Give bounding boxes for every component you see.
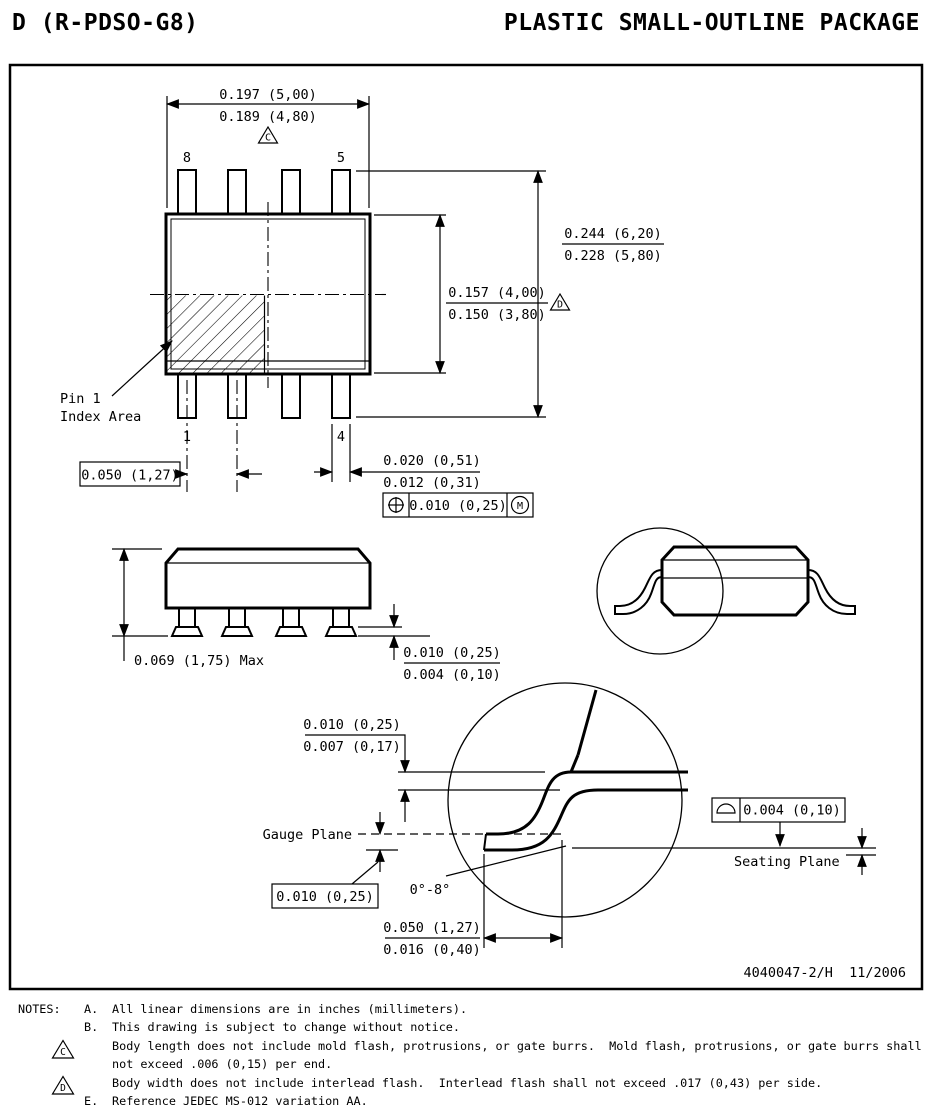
- pin-label-5: 5: [337, 150, 345, 166]
- note-d-flag-triangle: [51, 1075, 75, 1095]
- dim-lead-span-min: 0.228 (5,80): [564, 248, 662, 264]
- note-a-text: All linear dimensions are in inches (mil…: [112, 1002, 467, 1016]
- note-c-text-2: not exceed .006 (0,15) per end.: [112, 1057, 332, 1071]
- lead-detail-view: 0.010 (0,25) 0.007 (0,17) Gauge Plane 0.…: [263, 682, 876, 958]
- detail-circle: [447, 682, 683, 918]
- side-view: 0.069 (1,75) Max 0.010 (0,25) 0.004 (0,1…: [112, 547, 501, 683]
- end-body-outline: [660, 545, 810, 617]
- dim-lead-span-max: 0.244 (6,20): [564, 226, 662, 242]
- note-e-label: E.: [84, 1094, 98, 1108]
- position-tolerance-frame: 0.010 (0,25) M: [382, 492, 534, 518]
- dim-height: 0.069 (1,75) Max: [134, 653, 264, 669]
- dim-pitch: 0.050 (1,27): [81, 468, 179, 484]
- dim-body-width-min: 0.150 (3,80): [448, 307, 546, 323]
- note-e-text: Reference JEDEC MS-012 variation AA.: [112, 1094, 368, 1108]
- mmc-modifier-icon: [510, 495, 530, 515]
- note-flag-d-letter: D: [557, 300, 563, 311]
- note-d-text: Body width does not include interlead fl…: [112, 1076, 822, 1090]
- note-b-label: B.: [84, 1020, 98, 1034]
- dim-seating-flatness: 0.004 (0,10): [743, 803, 841, 819]
- lead-top-surface: [486, 770, 572, 836]
- note-a-label: A.: [84, 1002, 98, 1016]
- header: D (R-PDSO-G8) PLASTIC SMALL-OUTLINE PACK…: [12, 10, 920, 36]
- drawing-border: [8, 63, 924, 991]
- dim-body-length-min: 0.189 (4,80): [219, 109, 317, 125]
- position-tolerance-value: 0.010 (0,25): [409, 498, 507, 514]
- flatness-frame: 0.004 (0,10): [711, 797, 846, 848]
- dim-foot-length-max: 0.050 (1,27): [383, 920, 481, 936]
- detail-callout-circle: [596, 527, 724, 655]
- dim-lead-thickness-max: 0.010 (0,25): [303, 717, 401, 733]
- seating-plane-label: Seating Plane: [734, 854, 840, 870]
- dim-gauge-box: [271, 883, 379, 909]
- lead-bottom-surface: [484, 788, 599, 852]
- dim-gauge-to-seating: 0.010 (0,25): [276, 889, 374, 905]
- dim-lead-width-max: 0.020 (0,51): [383, 453, 481, 469]
- dim-standoff-max: 0.010 (0,25): [403, 645, 501, 661]
- pin-label-8: 8: [183, 150, 191, 166]
- package-type-title: PLASTIC SMALL-OUTLINE PACKAGE: [504, 10, 920, 36]
- mmc-modifier-letter: M: [517, 501, 523, 512]
- notes-title: NOTES:: [18, 1002, 61, 1016]
- package-code-title: D (R-PDSO-G8): [12, 10, 199, 36]
- end-lead-left: [614, 568, 663, 615]
- dim-lead-width-min: 0.012 (0,31): [383, 475, 481, 491]
- dim-body-width-max: 0.157 (4,00): [448, 285, 546, 301]
- dim-lead-thickness-min: 0.007 (0,17): [303, 739, 401, 755]
- top-view: 0.197 (5,00) 0.189 (4,80) C 8 5 1 4: [60, 87, 664, 518]
- dim-body-length-max: 0.197 (5,00): [219, 87, 317, 103]
- seating-plane-symbol-icon: [716, 803, 736, 814]
- dim-standoff-min: 0.004 (0,10): [403, 667, 501, 683]
- note-flag-c-triangle: [257, 125, 279, 144]
- side-body-outline: [164, 547, 372, 610]
- note-flag-d-triangle: [549, 292, 571, 311]
- note-c-flag-letter: C: [60, 1047, 66, 1058]
- note-c-text-1: Body length does not include mold flash,…: [112, 1039, 922, 1053]
- document-reference: 4040047-2/H 11/2006: [743, 965, 906, 981]
- notes-section: NOTES: A. All linear dimensions are in i…: [18, 1002, 922, 1108]
- end-lead-right: [807, 568, 856, 615]
- pin-label-4: 4: [337, 429, 345, 445]
- end-view: [596, 527, 856, 655]
- pin1-index-label-1: Pin 1: [60, 391, 101, 407]
- note-d-flag-letter: D: [60, 1083, 66, 1094]
- note-b-text: This drawing is subject to change withou…: [112, 1020, 460, 1034]
- pin1-index-hatch: [167, 295, 265, 373]
- pin1-index-label-2: Index Area: [60, 409, 141, 425]
- gauge-plane-label: Gauge Plane: [263, 827, 352, 843]
- lead-angle-label: 0°-8°: [410, 882, 451, 898]
- note-flag-c-letter: C: [265, 133, 271, 144]
- dim-foot-length-min: 0.016 (0,40): [383, 942, 481, 958]
- note-c-flag-triangle: [51, 1039, 75, 1059]
